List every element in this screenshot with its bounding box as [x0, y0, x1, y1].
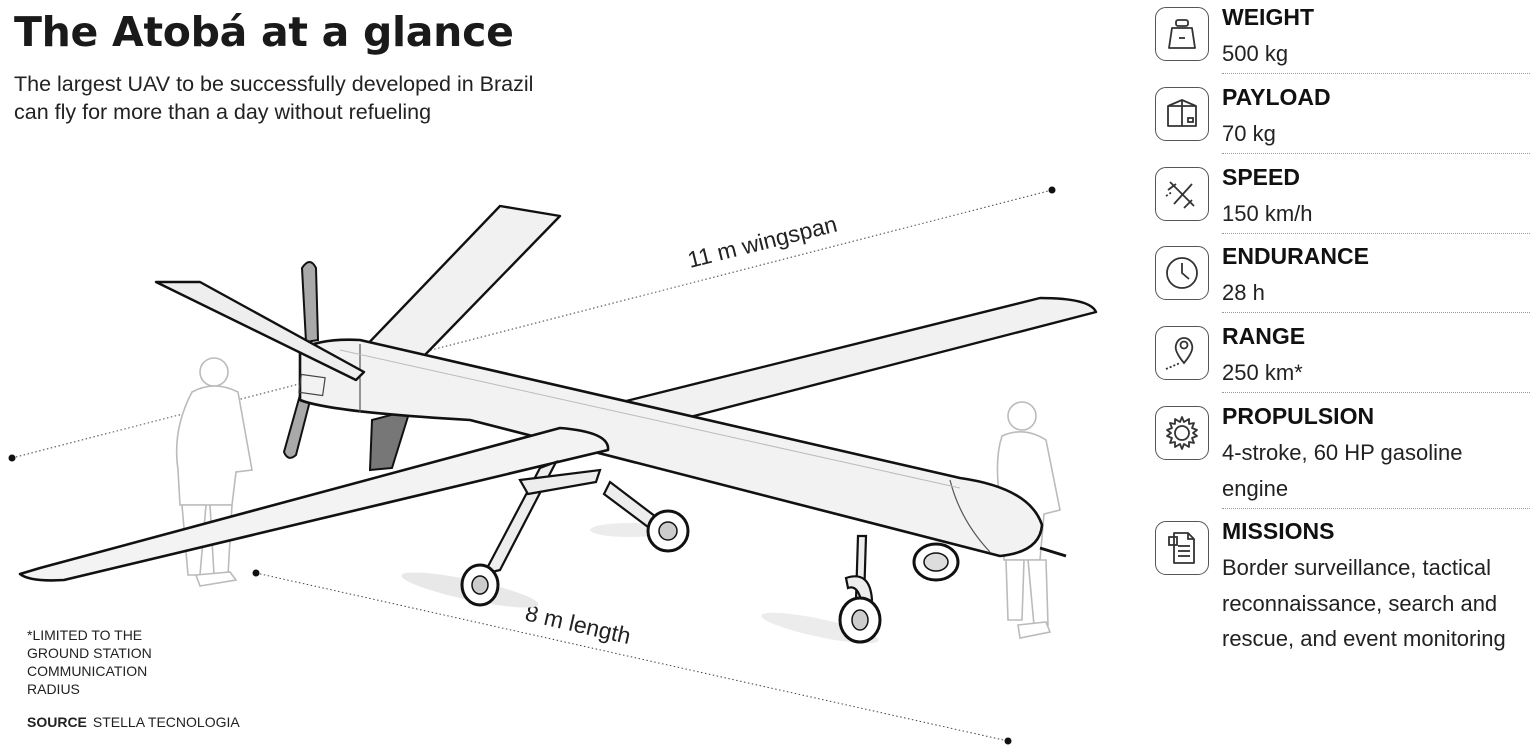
ventral-fin [368, 408, 412, 472]
spec-label: MISSIONS [1222, 518, 1335, 544]
drone-illustration: 11 m wingspan 8 m length [8, 186, 1098, 745]
spec-value: 150 km/h [1222, 201, 1313, 226]
page-title: The Atobá at a glance [14, 8, 514, 56]
gear-icon [1155, 406, 1209, 460]
wheels [460, 509, 960, 644]
spec-value: 70 kg [1222, 121, 1276, 146]
spec-label: PAYLOAD [1222, 84, 1331, 110]
source-line: SOURCE STELLA TECNOLOGIA [27, 714, 240, 730]
upper-tail-fin [358, 204, 562, 362]
length-dimension-line [252, 569, 1012, 745]
spec-label: PROPULSION [1222, 403, 1375, 429]
far-wing [588, 296, 1098, 432]
landing-gear [481, 459, 874, 606]
spec-label: ENDURANCE [1222, 243, 1369, 269]
spec-value: Border surveillance, tactical reconnaiss… [1222, 555, 1506, 651]
source-value: STELLA TECNOLOGIA [92, 714, 240, 730]
person-left-illustration [175, 357, 253, 587]
box-icon [1155, 87, 1209, 141]
spec-value: 500 kg [1222, 41, 1289, 66]
propeller [282, 261, 320, 459]
subtitle: The largest UAV to be successfully devel… [14, 72, 534, 124]
spec-label: RANGE [1222, 323, 1306, 349]
spec-value: 28 h [1222, 280, 1265, 305]
wingspan-label: 11 m wingspan [685, 211, 840, 273]
spec-label: WEIGHT [1222, 4, 1314, 30]
weight-icon [1155, 7, 1209, 61]
clock-icon [1155, 246, 1209, 300]
source-label: SOURCE [27, 714, 87, 730]
near-wing [18, 426, 610, 582]
spec-value: 4-stroke, 60 HP gasoline engine [1222, 440, 1463, 501]
wingspan-dimension-line [8, 186, 1056, 462]
length-label: 8 m length [523, 600, 634, 649]
horizontal-tail [154, 280, 366, 382]
spec-value: 250 km* [1222, 360, 1303, 385]
spec-label: SPEED [1222, 164, 1300, 190]
location-pin-icon [1155, 326, 1209, 380]
fuselage [298, 338, 1044, 558]
plane-icon [1155, 167, 1209, 221]
document-icon [1155, 521, 1209, 575]
footnote: *LIMITED TO THE GROUND STATION COMMUNICA… [27, 627, 152, 697]
